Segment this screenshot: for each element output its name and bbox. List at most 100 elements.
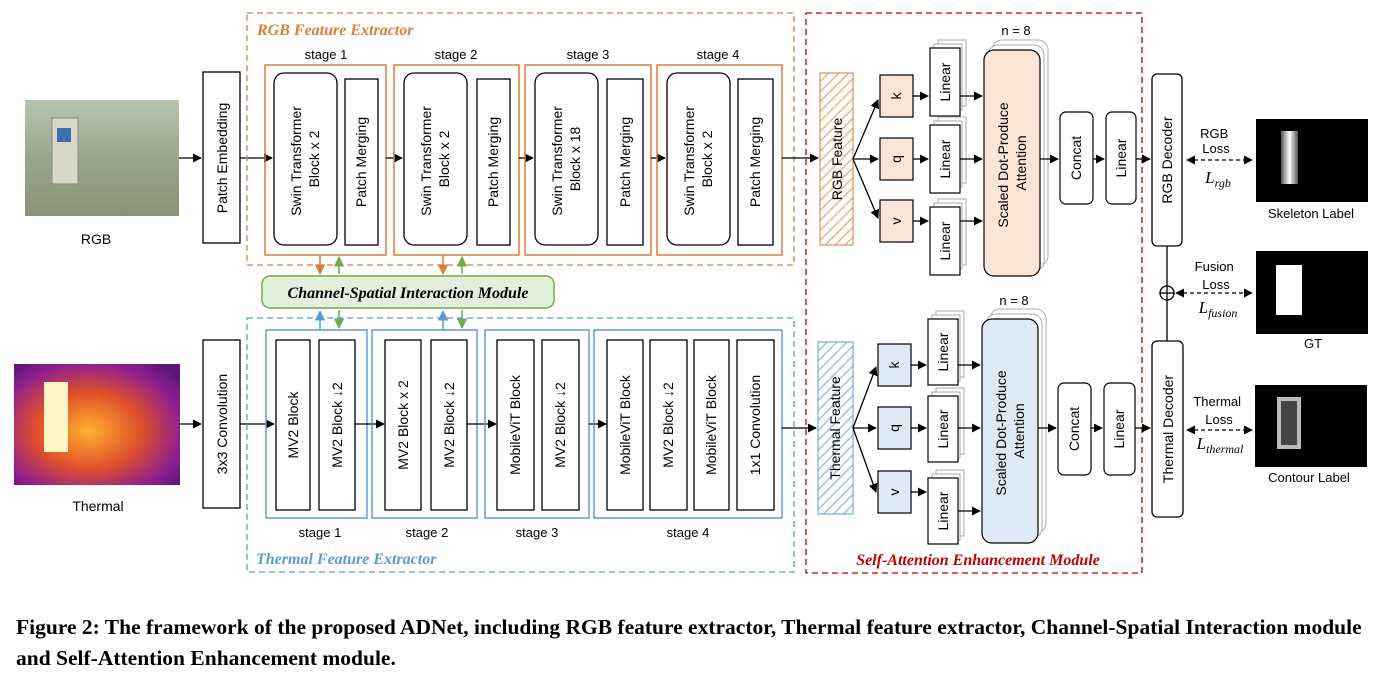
thermal-input-label: Thermal — [72, 498, 123, 514]
rgb-stage2-merging-label: Patch Merging — [485, 117, 501, 207]
rgb-attention-stack — [983, 39, 1049, 277]
thermal-linear-v-label: Linear — [935, 491, 951, 530]
thermal-heads-label: n = 8 — [999, 293, 1028, 308]
thermal-stage4-block4-label: 1x1 Convolution — [747, 375, 763, 475]
svg-text:RGB Loss: RGB Loss — [1200, 126, 1232, 156]
svg-text:Lrgb: Lrgb — [1204, 168, 1231, 190]
thermal-stage2-block2-label: MV2 Block ↓2 — [441, 382, 457, 468]
fusion-loss-line1: Fusion — [1195, 259, 1234, 274]
rgb-stage4-merging-label: Patch Merging — [747, 117, 763, 207]
rgb-stage4-label: stage 4 — [697, 47, 740, 62]
thermal-linear-v-stack — [927, 469, 965, 545]
rgb-stage1-swin-line1: Swin Transformer — [288, 106, 304, 216]
thermal-loss-line2: Loss — [1205, 412, 1233, 427]
conv3x3-label: 3x3 Convolution — [214, 374, 230, 474]
svg-text:Scaled Dot-Produce Attenti: Scaled Dot-Produce Attention — [993, 366, 1027, 495]
thermal-decoder-label: Thermal Decoder — [1160, 375, 1176, 483]
svg-text:Swin Transformer Block x 2: Swin Transformer Block x 2 — [288, 102, 322, 216]
thermal-out-linear-box — [1103, 382, 1136, 476]
rgb-out-linear-box — [1105, 111, 1137, 205]
thermal-stage3-block1-label: MobileViT Block — [507, 374, 523, 475]
rgb-stage2-frame — [393, 64, 520, 256]
svg-text:Fusion Loss: Fusion Loss — [1195, 259, 1238, 292]
arrow-thfeat-k — [852, 366, 878, 429]
fusion-plus-icon — [1159, 285, 1175, 301]
rgb-concat-box — [1059, 111, 1094, 205]
svg-text:Lthermal: Lthermal — [1196, 434, 1244, 456]
rgb-stage3-label: stage 3 — [567, 47, 610, 62]
rgb-loss-line2: Loss — [1202, 141, 1230, 156]
arrow-rgbfeat-k — [852, 99, 879, 160]
arrow-rgbfeat-v — [852, 158, 879, 219]
gt-image — [1256, 251, 1368, 334]
thermal-q-label: q — [886, 424, 902, 432]
thermal-stage2-label: stage 2 — [406, 525, 449, 540]
rgb-stage3-swin-block — [534, 72, 599, 246]
svg-text:Swin Transformer Block x 2: Swin Transformer Block x 2 — [418, 102, 452, 216]
thermal-stage3-block2 — [541, 339, 580, 511]
contour-label-image — [1255, 385, 1367, 467]
rgb-stage4-swin-line1: Swin Transformer — [681, 106, 697, 216]
sae-title: Self-Attention Enhancement Module — [856, 552, 1100, 569]
csim-label: Channel-Spatial Interaction Module — [288, 285, 529, 302]
thermal-stage4-block4 — [736, 339, 775, 511]
thermal-stage1-block2-label: MV2 Block ↓2 — [329, 382, 345, 468]
rgb-stage3-merging-label: Patch Merging — [617, 117, 633, 207]
rgb-linear-v-stack — [929, 198, 967, 276]
rgb-input-image — [25, 100, 179, 216]
rgb-linear-k-label: Linear — [937, 62, 953, 101]
fusion-loss-sub: fusion — [1208, 306, 1237, 320]
rgb-stage2-label: stage 2 — [435, 47, 478, 62]
rgb-extractor-title: RGB Feature Extractor — [256, 22, 414, 39]
rgb-feature-label: RGB Feature — [829, 118, 845, 201]
thermal-stage4-block3-label: MobileViT Block — [703, 374, 719, 475]
fusion-loss-symbol: L — [1198, 298, 1208, 317]
thermal-stage2-block1 — [384, 339, 422, 511]
rgb-attention-line1: Scaled Dot-Produce — [995, 102, 1011, 228]
gt-caption: GT — [1304, 336, 1322, 351]
thermal-concat-box — [1057, 382, 1092, 476]
thermal-q-box — [877, 406, 912, 450]
rgb-decoder-label: RGB Decoder — [1159, 116, 1175, 203]
framework-diagram: RGB Thermal Patch Embedding 3x3 Convolut… — [14, 12, 1368, 574]
thermal-concat-label: Concat — [1066, 407, 1082, 451]
rgb-stage4-swin-block — [666, 72, 731, 246]
rgb-concat-label: Concat — [1068, 136, 1084, 180]
skeleton-label-caption: Skeleton Label — [1268, 206, 1354, 221]
thermal-linear-q-label: Linear — [935, 409, 951, 448]
rgb-stage2-swin-line2: Block x 2 — [436, 130, 452, 187]
rgb-input-label: RGB — [81, 231, 111, 247]
rgb-k-label: k — [888, 92, 904, 100]
svg-text:Thermal Loss: Thermal Loss — [1193, 394, 1244, 427]
rgb-stage4-frame — [656, 64, 783, 256]
conv3x3-box — [202, 339, 241, 509]
rgb-extractor-frame — [246, 12, 795, 266]
rgb-out-linear-label: Linear — [1113, 138, 1129, 177]
rgb-stage3-swin-line1: Swin Transformer — [549, 106, 565, 216]
svg-text:Swin Transformer Block x 1: Swin Transformer Block x 18 — [549, 102, 583, 216]
rgb-linear-k-stack — [929, 39, 967, 117]
svg-text:Scaled Dot-Produce Attenti: Scaled Dot-Produce Attention — [995, 98, 1029, 227]
thermal-stage2-block1-label: MV2 Block x 2 — [395, 380, 411, 470]
thermal-loss-line1: Thermal — [1193, 394, 1241, 409]
rgb-attention-line2: Attention — [1013, 135, 1029, 190]
thermal-loss-sub: thermal — [1206, 442, 1244, 456]
thermal-feature-label: Thermal Feature — [827, 376, 843, 480]
svg-text:Lfusion: Lfusion — [1198, 298, 1238, 320]
thermal-stage1-block1 — [275, 339, 311, 511]
thermal-out-linear-label: Linear — [1111, 409, 1127, 448]
thermal-linear-k-label: Linear — [935, 332, 951, 371]
thermal-input-image — [14, 364, 180, 485]
thermal-v-label: v — [886, 489, 902, 496]
rgb-loss-symbol: L — [1204, 168, 1214, 187]
thermal-attention-line2: Attention — [1011, 403, 1027, 458]
thermal-extractor-frame — [246, 317, 795, 573]
rgb-stage3-frame — [524, 64, 652, 256]
thermal-stage3-block2-label: MV2 Block ↓2 — [552, 382, 568, 468]
arrow-thfeat-v — [852, 427, 878, 493]
thermal-stage4-block2 — [649, 339, 688, 511]
rgb-stage1-swin-block — [273, 72, 338, 246]
rgb-stage3-swin-line2: Block x 18 — [567, 126, 583, 191]
thermal-stage3-label: stage 3 — [516, 525, 559, 540]
rgb-stage3-merging — [606, 78, 644, 246]
